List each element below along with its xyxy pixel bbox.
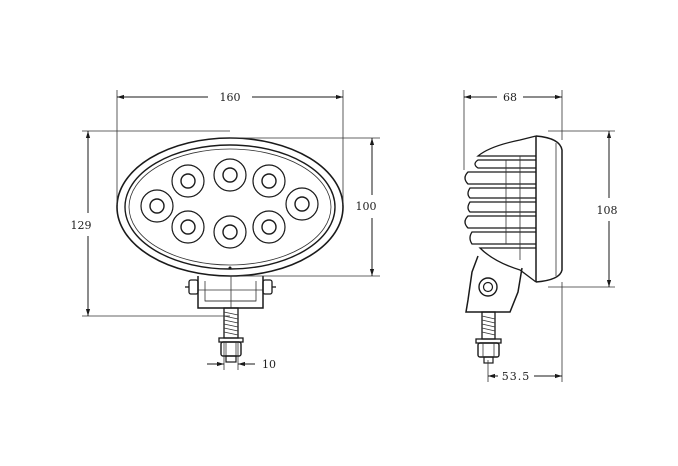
front-view: 160 129 100 10 bbox=[71, 90, 380, 371]
dim-side-height: 108 bbox=[548, 130, 618, 288]
dim-label-front-lens-height: 100 bbox=[356, 200, 377, 213]
dim-label-front-total-height: 129 bbox=[71, 219, 92, 232]
led-reflector bbox=[171, 210, 205, 244]
led-reflector bbox=[252, 210, 286, 244]
dim-front-lens-height: 100 bbox=[230, 137, 380, 277]
dim-label-bolt-width: 10 bbox=[262, 358, 276, 371]
side-lens-face bbox=[535, 135, 563, 283]
led-reflector bbox=[213, 158, 247, 192]
side-bracket-knob bbox=[478, 277, 498, 297]
front-center-mark bbox=[228, 266, 232, 270]
led-reflector bbox=[213, 215, 247, 249]
dim-label-front-width: 160 bbox=[220, 91, 241, 104]
led-reflector bbox=[252, 164, 286, 198]
side-view: 68 108 53.5 bbox=[463, 90, 618, 383]
front-bezel bbox=[124, 144, 336, 270]
side-cooling-fins bbox=[464, 135, 537, 283]
led-reflector bbox=[285, 187, 319, 221]
dim-front-total-height: 129 bbox=[71, 130, 230, 317]
dim-bolt-width: 10 bbox=[207, 342, 276, 371]
dim-side-mount-offset: 53.5 bbox=[487, 282, 563, 383]
dim-front-width: 160 bbox=[116, 90, 344, 205]
front-bracket bbox=[185, 276, 276, 309]
led-array bbox=[140, 158, 319, 249]
dim-label-side-mount-offset: 53.5 bbox=[502, 370, 531, 383]
dim-side-depth: 68 bbox=[463, 90, 563, 170]
side-bolt bbox=[475, 311, 502, 364]
front-bolt bbox=[218, 307, 244, 363]
dim-label-side-depth: 68 bbox=[503, 91, 517, 104]
side-bracket bbox=[465, 255, 523, 313]
dim-label-side-height: 108 bbox=[597, 204, 618, 217]
led-reflector bbox=[171, 164, 205, 198]
front-lens bbox=[128, 148, 332, 266]
led-reflector bbox=[140, 189, 174, 223]
